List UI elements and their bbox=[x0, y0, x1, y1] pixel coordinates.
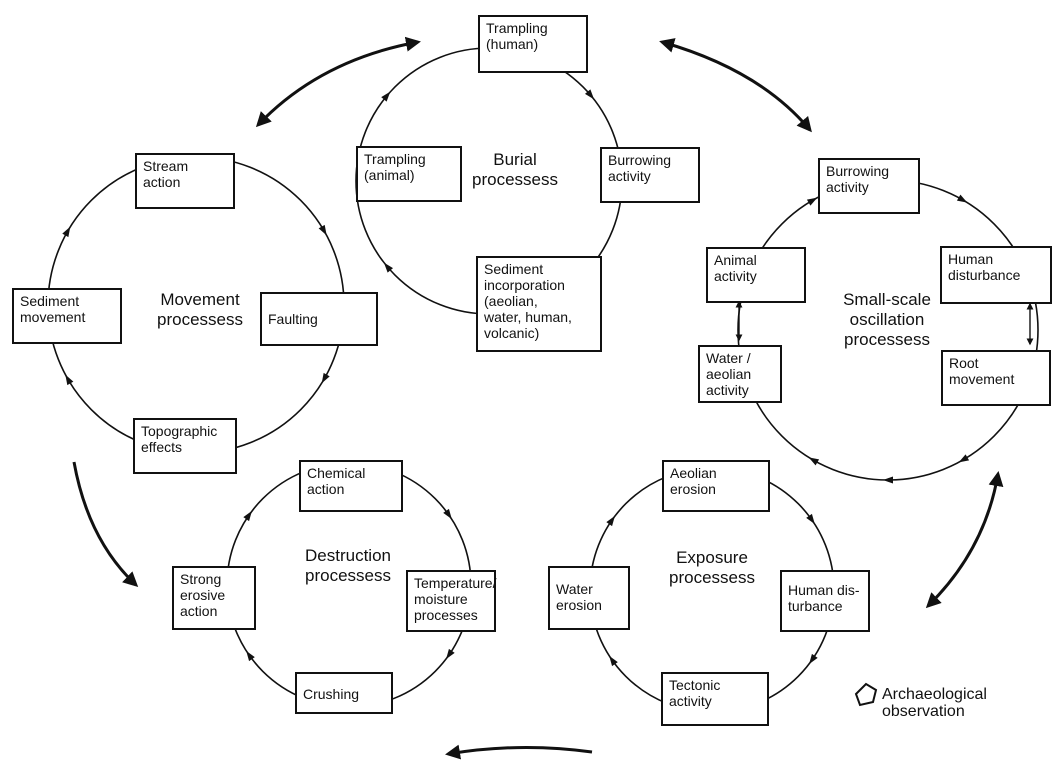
exposure-cycle-direction-arrow bbox=[809, 653, 818, 665]
destruction-cycle-direction-arrow bbox=[446, 648, 455, 660]
movement-cycle-direction-arrow bbox=[62, 226, 71, 238]
box-tectonic-activity: Tectonic activity bbox=[661, 672, 769, 726]
box-faulting: Faulting bbox=[260, 292, 378, 346]
exposure-title: Exposure processess bbox=[669, 548, 755, 587]
box-topographic-effects: Topographic effects bbox=[133, 418, 237, 474]
exposure-cycle-direction-arrow bbox=[609, 655, 618, 667]
connector-arrow-exposure-destruction bbox=[445, 744, 593, 760]
connector-arrow-movement-burial bbox=[255, 36, 421, 128]
oscillation-cycle-direction-arrow bbox=[806, 197, 818, 206]
box-burrowing-activity-burial: Burrowing activity bbox=[600, 147, 700, 203]
box-animal-activity: Animal activity bbox=[706, 247, 806, 303]
exposure-cycle-direction-arrow bbox=[806, 513, 815, 525]
box-strong-erosive-action: Strong erosive action bbox=[172, 566, 256, 630]
box-human-disturbance-oscillation: Human disturbance bbox=[940, 246, 1052, 304]
burial-cycle-direction-arrow bbox=[584, 89, 595, 100]
destruction-cycle-direction-arrow bbox=[243, 510, 252, 522]
pentagon-outline-icon bbox=[854, 682, 878, 707]
movement-cycle-direction-arrow bbox=[65, 374, 74, 386]
box-root-movement: Root movement bbox=[941, 350, 1051, 406]
movement-cycle-direction-arrow bbox=[321, 372, 330, 384]
box-stream-action: Stream action bbox=[135, 153, 235, 209]
oscillation-cycle-direction-arrow bbox=[958, 454, 970, 463]
oscillation-cycle-direction-arrow bbox=[956, 194, 968, 203]
oscillation-cycle-direction-arrow bbox=[808, 457, 820, 466]
movement-title: Movement processess bbox=[157, 290, 243, 329]
destruction-title: Destruction processess bbox=[305, 546, 391, 585]
box-chemical-action: Chemical action bbox=[299, 460, 403, 512]
oscillation-cycle-direction-arrow bbox=[883, 476, 893, 484]
box-crushing: Crushing bbox=[295, 672, 393, 714]
movement-cycle-direction-arrow bbox=[318, 224, 327, 236]
destruction-cycle-direction-arrow bbox=[443, 508, 452, 520]
connector-arrow-movement-destruction bbox=[72, 461, 139, 588]
box-temperature-moisture-processes: Temperature/ moisture processes bbox=[406, 570, 496, 632]
box-water-erosion: Water erosion bbox=[548, 566, 630, 630]
box-human-disturbance-exposure: Human dis- turbance bbox=[780, 570, 870, 632]
box-aeolian-erosion: Aeolian erosion bbox=[662, 460, 770, 512]
box-sediment-incorporation: Sediment incorporation (aeolian, water, … bbox=[476, 256, 602, 352]
box-trampling-human: Trampling (human) bbox=[478, 15, 588, 73]
box-sediment-movement: Sediment movement bbox=[12, 288, 122, 344]
destruction-cycle-direction-arrow bbox=[246, 650, 255, 662]
burial-title: Burial processess bbox=[472, 150, 558, 189]
box-water-aeolian-activity: Water / aeolian activity bbox=[698, 345, 782, 403]
box-burrowing-activity-oscillation: Burrowing activity bbox=[818, 158, 920, 214]
burial-cycle-direction-arrow bbox=[383, 262, 394, 273]
exposure-cycle-direction-arrow bbox=[606, 515, 615, 527]
box-trampling-animal: Trampling (animal) bbox=[356, 146, 462, 202]
connector-arrow-burial-oscillation bbox=[659, 38, 812, 133]
oscillation-title: Small-scale oscillation processess bbox=[843, 290, 931, 349]
connector-arrow-oscillation-exposure bbox=[925, 471, 1004, 609]
legend-label: Archaeological observation bbox=[882, 686, 987, 720]
